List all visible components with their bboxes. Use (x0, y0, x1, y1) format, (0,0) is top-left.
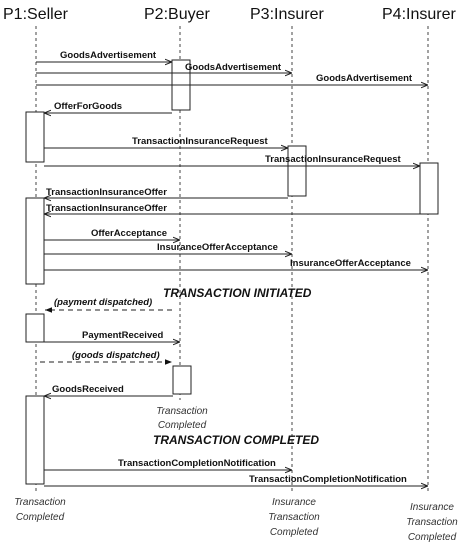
label-goods-received: GoodsReceived (52, 384, 124, 395)
label-completion-notification-p3: TransactionCompletionNotification (118, 458, 276, 469)
activation-p1-2 (25, 197, 45, 285)
label-insurance-request-p3: TransactionInsuranceRequest (132, 136, 269, 147)
participant-p4-insurer: P4:Insurer (382, 6, 456, 23)
note-seller-line2: Completed (16, 512, 65, 523)
label-insurance-request-p4: TransactionInsuranceRequest (265, 154, 402, 165)
activation-p1-4 (25, 395, 45, 485)
label-goods-dispatched: (goods dispatched) (72, 350, 160, 361)
label-goods-advertisement-p4: GoodsAdvertisement (316, 73, 413, 84)
participant-p1-seller: P1:Seller (3, 6, 69, 23)
note-p4-line1: Insurance (410, 502, 454, 513)
note-buyer-line2: Completed (158, 420, 207, 431)
note-p3-line2: Transaction (268, 512, 320, 523)
label-offer-acceptance: OfferAcceptance (91, 228, 167, 239)
activation-p3-1 (287, 145, 307, 197)
label-insurance-offer-p4: TransactionInsuranceOffer (46, 203, 167, 214)
activation-p1-1 (25, 111, 45, 163)
label-goods-advertisement-p3: GoodsAdvertisement (185, 62, 282, 73)
participant-p2-buyer: P2:Buyer (144, 6, 210, 23)
phase-transaction-completed: TRANSACTION COMPLETED (153, 433, 319, 447)
note-p3-line3: Completed (270, 527, 319, 538)
label-completion-notification-p4: TransactionCompletionNotification (249, 474, 407, 485)
label-insurance-offer-acceptance-p4: InsuranceOfferAcceptance (290, 258, 411, 269)
label-insurance-offer-acceptance-p3: InsuranceOfferAcceptance (157, 242, 278, 253)
note-seller-line1: Transaction (14, 497, 66, 508)
note-p4-line2: Transaction (406, 517, 458, 528)
activation-p1-3 (25, 313, 45, 343)
note-buyer-line1: Transaction (156, 406, 208, 417)
activation-p2-2 (172, 365, 192, 395)
label-goods-advertisement-p2: GoodsAdvertisement (60, 50, 157, 61)
activation-p4-1 (419, 162, 439, 215)
note-p3-line1: Insurance (272, 497, 316, 508)
participant-p3-insurer: P3:Insurer (250, 6, 324, 23)
label-payment-dispatched: (payment dispatched) (54, 297, 152, 308)
phase-transaction-initiated: TRANSACTION INITIATED (163, 286, 312, 300)
note-p4-line3: Completed (408, 532, 457, 543)
label-insurance-offer-p3: TransactionInsuranceOffer (46, 187, 167, 198)
label-offer-for-goods: OfferForGoods (54, 101, 122, 112)
label-payment-received: PaymentReceived (82, 330, 164, 341)
